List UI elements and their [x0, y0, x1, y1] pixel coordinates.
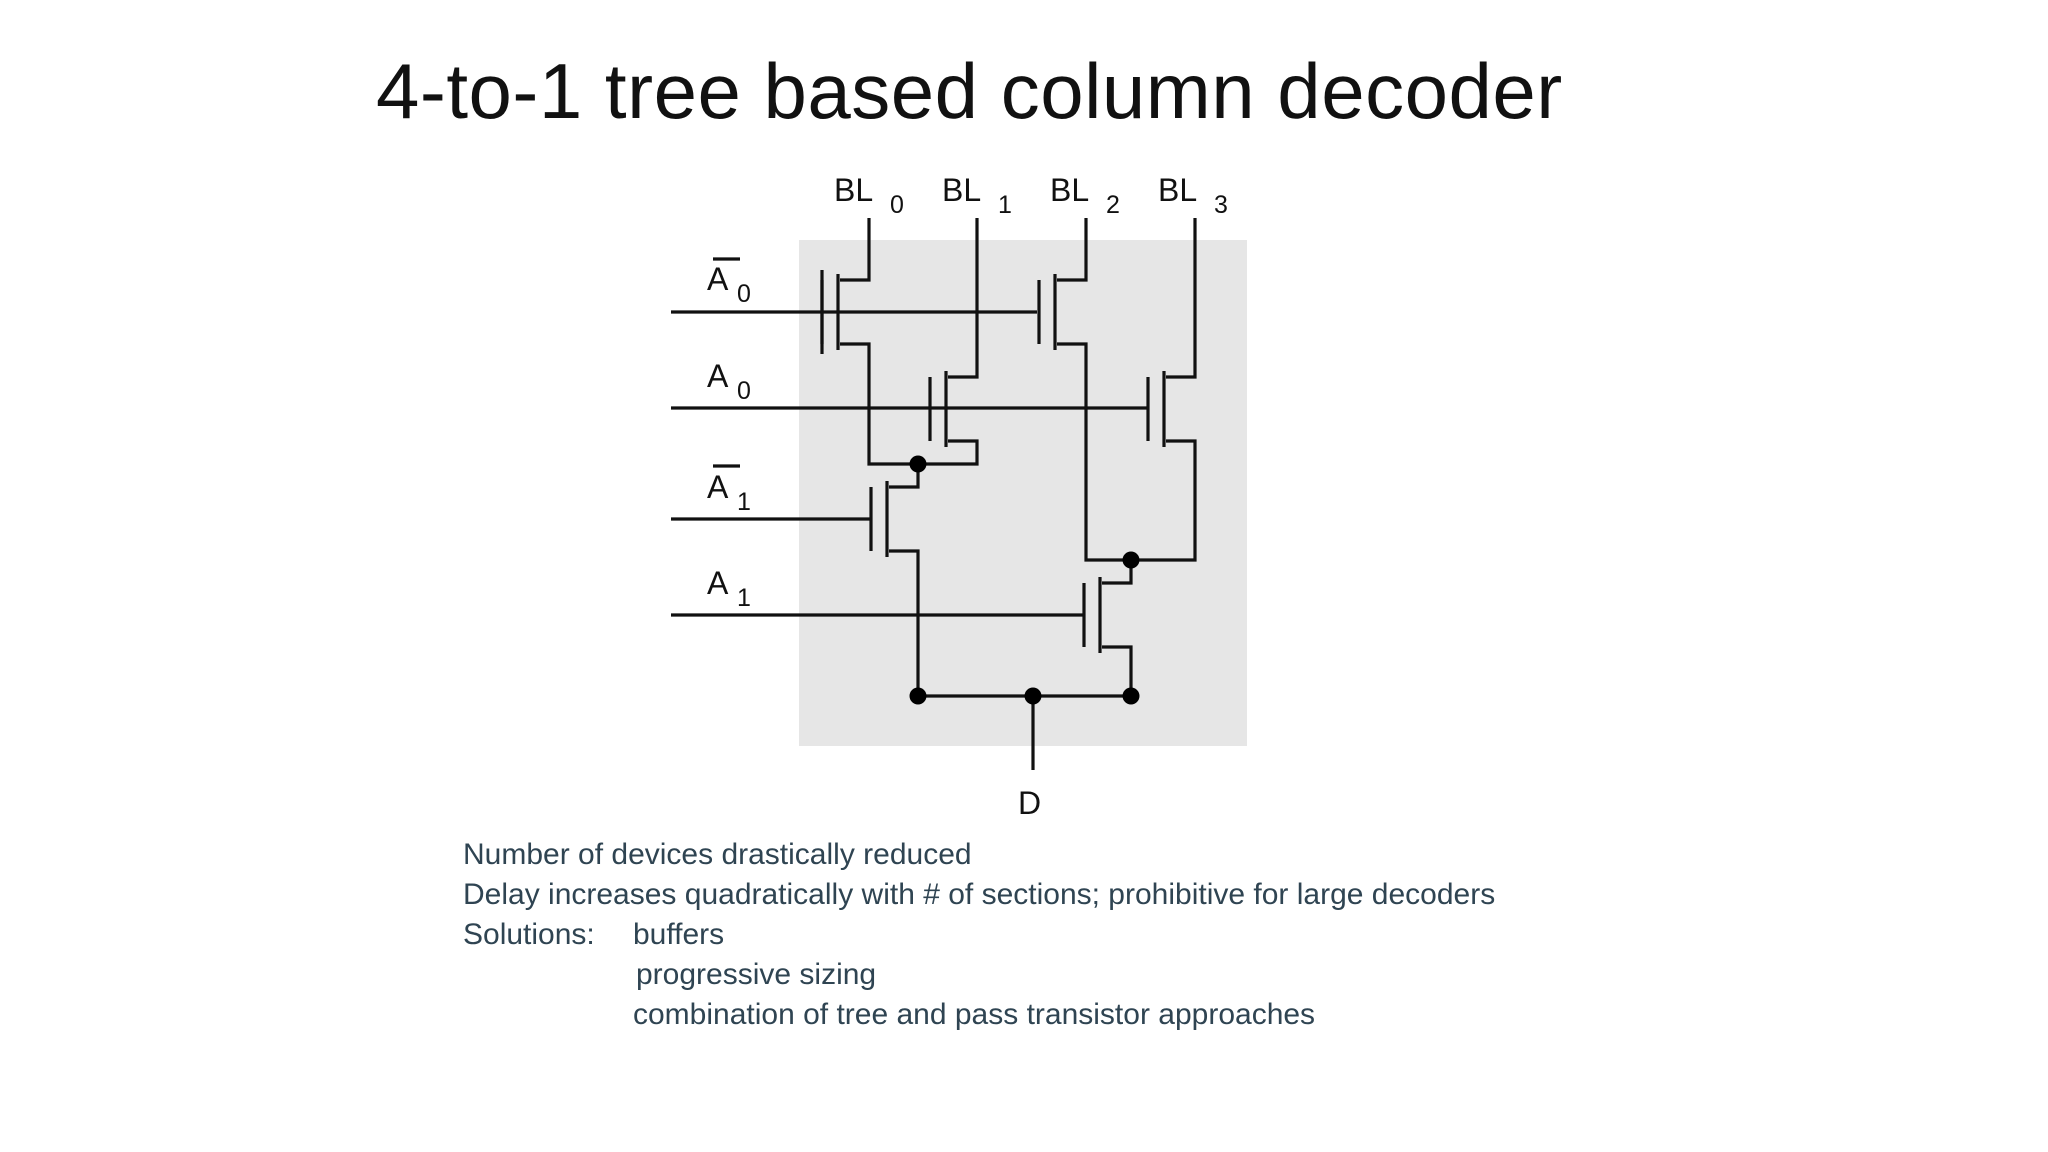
a0-bar-label: A — [707, 261, 729, 297]
bl0-source — [840, 342, 918, 466]
bl0-index: 0 — [890, 191, 904, 219]
a0-label: A — [707, 358, 729, 394]
junction-dots — [909, 455, 1140, 705]
address-labels: A 0 A 0 A 1 A 1 — [707, 257, 751, 612]
solution-item: combination of tree and pass transistor … — [633, 998, 1316, 1031]
bl2-source — [1057, 342, 1131, 562]
bl1-wire — [948, 218, 979, 379]
junction-dot — [1024, 687, 1042, 705]
solution-item: buffers — [633, 918, 725, 951]
bl2-wire — [1057, 218, 1088, 282]
a1-bar-label: A — [707, 469, 729, 505]
bl3-label: BL — [1158, 172, 1197, 208]
note-devices: Number of devices drastically reduced — [463, 838, 972, 871]
junction-dot — [1122, 687, 1140, 705]
bl1-label: BL — [942, 172, 981, 208]
transistor-t3 — [1146, 371, 1166, 447]
transistor-t1 — [928, 371, 948, 447]
transistor-t5 — [1082, 577, 1102, 653]
junction-dot — [1122, 551, 1140, 569]
a0-index: 0 — [737, 377, 751, 405]
output-label: D — [1018, 785, 1041, 821]
junction-dot — [909, 455, 927, 473]
bl3-source — [1131, 439, 1197, 562]
decoder-block — [799, 240, 1247, 746]
bitline-labels: BL 0 BL 1 BL 2 BL 3 — [834, 172, 1228, 219]
bl2-index: 2 — [1106, 191, 1120, 219]
solutions-row: Solutions: buffers — [463, 915, 1495, 955]
transistor-t4 — [869, 481, 889, 557]
bl3-index: 3 — [1214, 191, 1228, 219]
solution-item: progressive sizing — [636, 958, 877, 991]
stage2-left-source — [889, 549, 920, 696]
transistor-t2 — [1037, 274, 1057, 350]
a0-bar-index: 0 — [737, 280, 751, 308]
stage2-right-source — [1102, 645, 1133, 696]
a1-bar-index: 1 — [737, 488, 751, 516]
bl0-wire — [840, 218, 871, 282]
notes: Number of devices drastically reduced De… — [463, 835, 1495, 1035]
bl1-source — [918, 439, 979, 466]
bl0-label: BL — [834, 172, 873, 208]
bl3-wire — [1166, 218, 1197, 379]
bl2-label: BL — [1050, 172, 1089, 208]
junction-dot — [909, 687, 927, 705]
a1-index: 1 — [737, 584, 751, 612]
note-delay: Delay increases quadratically with # of … — [463, 878, 1496, 911]
solutions-label: Solutions: — [463, 918, 595, 951]
bl1-index: 1 — [998, 191, 1012, 219]
a1-label: A — [707, 565, 729, 601]
slide-title: 4-to-1 tree based column decoder — [376, 47, 1563, 135]
